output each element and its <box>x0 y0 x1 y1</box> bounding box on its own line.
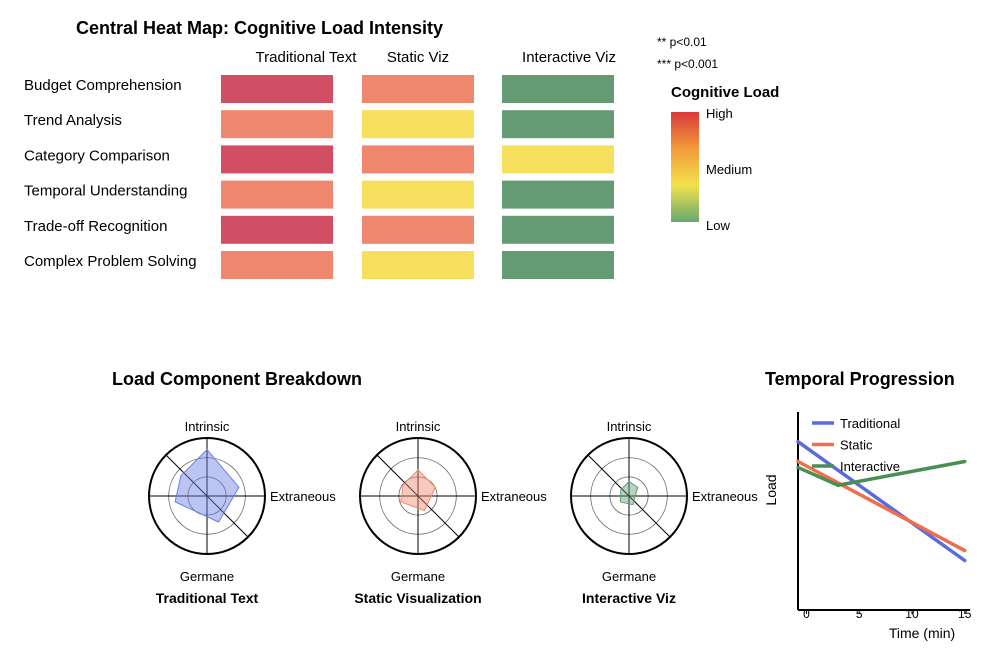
colorbar-label-medium: Medium <box>706 162 752 177</box>
x-tick-label: 5 <box>856 607 863 621</box>
radar-panel: Load Component Breakdown IntrinsicExtran… <box>112 369 758 606</box>
heatmap-cell <box>221 180 333 209</box>
heatmap-cell <box>221 75 333 103</box>
heatmap-row-label: Category Comparison <box>24 147 170 164</box>
radar-panel-title: Traditional Text <box>156 590 259 606</box>
legend-label-interactive: Interactive <box>840 459 900 474</box>
radar-panel-title: Interactive Viz <box>582 590 676 606</box>
colorbar-label-low: Low <box>706 218 730 233</box>
colorbar-label-high: High <box>706 106 733 121</box>
radar-spoke <box>587 454 671 538</box>
heatmap-cell <box>221 110 333 139</box>
series-line-traditional <box>796 439 967 563</box>
significance-note-p001: *** p<0.001 <box>657 57 718 71</box>
y-axis-label: Load <box>763 474 779 505</box>
heatmap-cell <box>502 110 614 139</box>
radar-axis-label-extraneous: Extraneous <box>270 489 336 504</box>
heatmap-cell <box>221 251 333 279</box>
radar-panel-title: Static Visualization <box>354 590 481 606</box>
heatmap-row-label: Trend Analysis <box>24 112 122 129</box>
heatmap-cell <box>362 180 474 209</box>
colorbar-title: Cognitive Load <box>671 84 779 101</box>
radar-area <box>619 480 639 506</box>
legend-label-traditional: Traditional <box>840 416 900 431</box>
significance-note-p01: ** p<0.01 <box>657 35 707 49</box>
legend-label-static: Static <box>840 438 873 453</box>
radar-axis-label-intrinsic: Intrinsic <box>607 419 652 434</box>
radar-axis-label-germane: Germane <box>180 569 234 584</box>
heatmap-cell <box>362 251 474 279</box>
heatmap-cell <box>221 215 333 244</box>
heatmap-cell <box>362 110 474 139</box>
heatmap-col-header-static: Static Viz <box>387 49 449 66</box>
x-tick-label: 15 <box>958 607 972 621</box>
colorbar <box>671 112 699 222</box>
heatmap-cells <box>221 75 614 279</box>
heatmap-row-label: Budget Comprehension <box>24 77 182 94</box>
series-line-static <box>796 459 967 553</box>
heatmap-cell <box>502 145 614 174</box>
radar-axis-label-intrinsic: Intrinsic <box>185 419 230 434</box>
heatmap-row-label: Trade-off Recognition <box>24 218 167 235</box>
heatmap-cell <box>362 145 474 174</box>
heatmap-cell <box>502 180 614 209</box>
heatmap-cell <box>362 215 474 244</box>
temporal-title: Temporal Progression <box>765 369 955 389</box>
radar-axis-label-germane: Germane <box>391 569 445 584</box>
series-line-interactive <box>796 459 967 488</box>
heatmap-cell <box>502 215 614 244</box>
heatmap-col-header-interactive: Interactive Viz <box>522 49 616 66</box>
radar-section-title: Load Component Breakdown <box>112 369 362 389</box>
heatmap-panel: Central Heat Map: Cognitive Load Intensi… <box>24 18 779 279</box>
radar-axis-label-intrinsic: Intrinsic <box>396 419 441 434</box>
radar-spoke <box>165 454 249 538</box>
heatmap-cell <box>221 145 333 174</box>
radar-axis-label-germane: Germane <box>602 569 656 584</box>
heatmap-cell <box>362 75 474 103</box>
x-axis-label: Time (min) <box>889 625 955 641</box>
x-tick-label: 0 <box>803 607 810 621</box>
heatmap-col-header-traditional: Traditional Text <box>256 49 358 66</box>
x-tick-label: 10 <box>905 607 919 621</box>
heatmap-row-label: Complex Problem Solving <box>24 253 197 270</box>
heatmap-cell <box>502 251 614 279</box>
heatmap-cell <box>502 75 614 103</box>
radar-axis-label-extraneous: Extraneous <box>481 489 547 504</box>
radar-area <box>174 448 240 523</box>
radar-area <box>400 469 437 512</box>
heatmap-row-label: Temporal Understanding <box>24 183 187 200</box>
radar-spoke <box>376 454 460 538</box>
radar-axis-label-extraneous: Extraneous <box>692 489 758 504</box>
heatmap-title: Central Heat Map: Cognitive Load Intensi… <box>76 18 443 38</box>
